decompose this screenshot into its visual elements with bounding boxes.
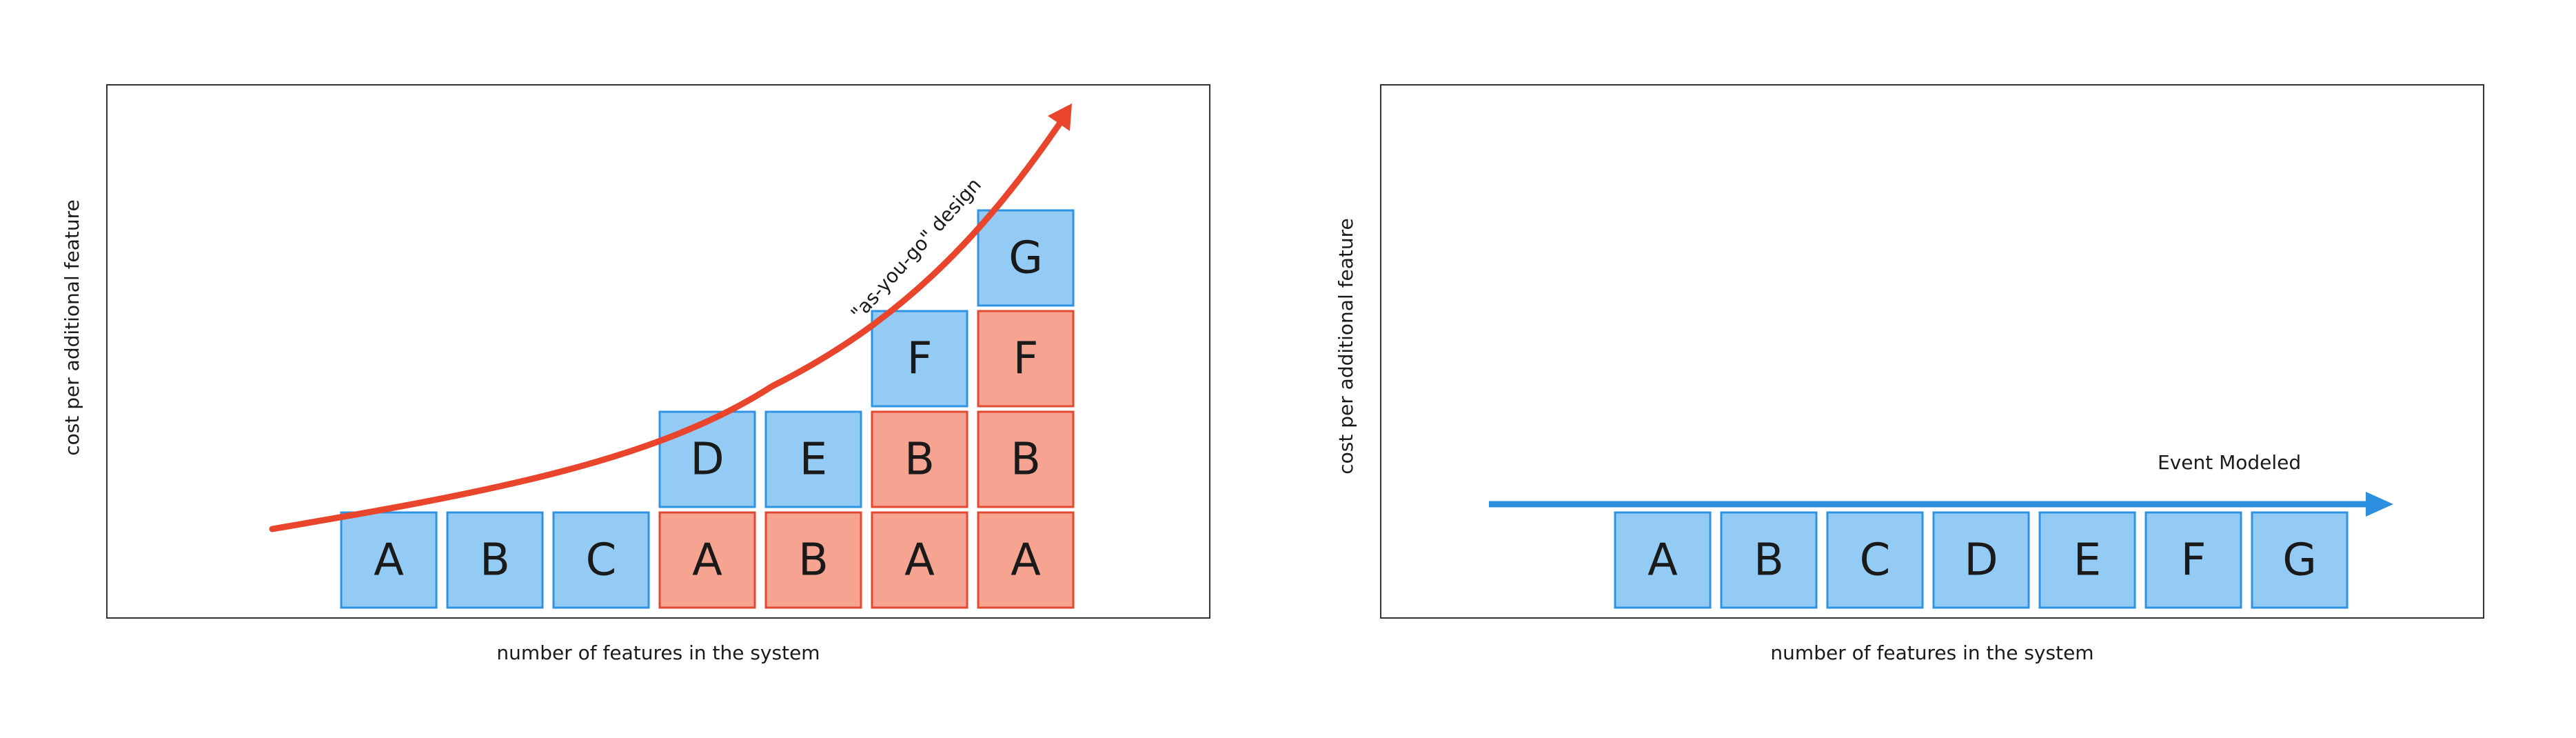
curve-arrowhead-icon xyxy=(1048,103,1072,131)
left-block-blue-g-label: G xyxy=(1008,233,1043,284)
left-block-red-b: B xyxy=(977,410,1075,508)
left-block-red-a: A xyxy=(658,511,756,609)
left-y-axis-label: cost per additional feature xyxy=(61,199,83,455)
right-block-d-box xyxy=(1932,511,2030,609)
left-block-blue-e-label: E xyxy=(800,435,827,486)
event-modeled-arrowhead-icon xyxy=(2366,492,2393,517)
right-block-b: B xyxy=(1720,511,1818,609)
right-block-g-label: G xyxy=(2282,535,2317,586)
right-panel: Event Modeled A B C D E F G number of features… xyxy=(1335,84,2484,664)
left-block-red-b-label: B xyxy=(1011,435,1041,486)
right-block-g: G xyxy=(2251,511,2349,609)
left-block-blue-g: G xyxy=(977,209,1075,307)
right-block-d-label: D xyxy=(1964,535,1998,586)
right-block-a: A xyxy=(1614,511,1712,609)
left-block-blue-a: A xyxy=(340,511,438,609)
right-block-f: F xyxy=(2144,511,2242,609)
left-block-blue-c: C xyxy=(552,511,650,609)
right-block-f-box xyxy=(2144,511,2242,609)
as-you-go-cost-curve xyxy=(269,119,1064,532)
left-block-blue-f-box xyxy=(871,310,968,408)
right-block-b-label: B xyxy=(1754,535,1784,586)
left-block-red-a-box xyxy=(871,511,968,609)
right-block-f-label: F xyxy=(2181,535,2207,586)
left-block-red-a-label: A xyxy=(692,535,722,586)
left-block-blue-d: D xyxy=(658,410,756,508)
right-block-e-label: E xyxy=(2073,535,2101,586)
left-block-red-a-label: A xyxy=(1011,535,1041,586)
right-block-c-label: C xyxy=(1860,535,1891,586)
left-block-blue-b-label: B xyxy=(480,535,510,586)
left-block-blue-e: E xyxy=(764,410,862,508)
left-block-red-f: F xyxy=(977,310,1075,408)
right-block-e-box xyxy=(2038,511,2136,609)
left-block-red-b-label: B xyxy=(798,535,829,586)
left-block-blue-f: F xyxy=(871,310,968,408)
left-block-blue-d-label: D xyxy=(690,435,724,486)
left-block-blue-e-box xyxy=(764,410,862,508)
right-block-a-label: A xyxy=(1647,535,1678,586)
right-block-b-box xyxy=(1720,511,1818,609)
left-block-red-b-label: B xyxy=(904,435,935,486)
left-block-blue-a-box xyxy=(340,511,438,609)
event-modeled-label: Event Modeled xyxy=(2158,451,2301,474)
right-block-c-box xyxy=(1826,511,1924,609)
left-block-red-a: A xyxy=(977,511,1075,609)
left-x-axis-label: number of features in the system xyxy=(496,641,820,664)
right-x-axis-label: number of features in the system xyxy=(1770,641,2093,664)
right-block-a-box xyxy=(1614,511,1712,609)
right-block-g-box xyxy=(2251,511,2349,609)
left-block-blue-g-box xyxy=(977,209,1075,307)
right-block-row: A B C D E F G xyxy=(1614,511,2349,609)
left-block-red-b: B xyxy=(871,410,968,508)
left-block-red-f-box xyxy=(977,310,1075,408)
right-block-e: E xyxy=(2038,511,2136,609)
left-block-red-a: A xyxy=(871,511,968,609)
right-block-c: C xyxy=(1826,511,1924,609)
left-block-red-b-box xyxy=(764,511,862,609)
left-block-red-f-label: F xyxy=(1013,334,1039,385)
left-block-blue-b-box xyxy=(446,511,544,609)
left-block-red-b-box xyxy=(871,410,968,508)
left-block-red-a-box xyxy=(977,511,1075,609)
left-block-blue-b: B xyxy=(446,511,544,609)
right-y-axis-label: cost per additional feature xyxy=(1335,218,1357,474)
left-block-red-a-label: A xyxy=(904,535,935,586)
left-block-blue-c-box xyxy=(552,511,650,609)
left-block-blue-a-label: A xyxy=(374,535,404,586)
left-block-red-b: B xyxy=(764,511,862,609)
left-block-blue-f-label: F xyxy=(907,334,933,385)
left-block-red-b-box xyxy=(977,410,1075,508)
left-block-blue-d-box xyxy=(658,410,756,508)
left-block-red-a-box xyxy=(658,511,756,609)
left-block-blue-c-label: C xyxy=(586,535,617,586)
right-block-d: D xyxy=(1932,511,2030,609)
